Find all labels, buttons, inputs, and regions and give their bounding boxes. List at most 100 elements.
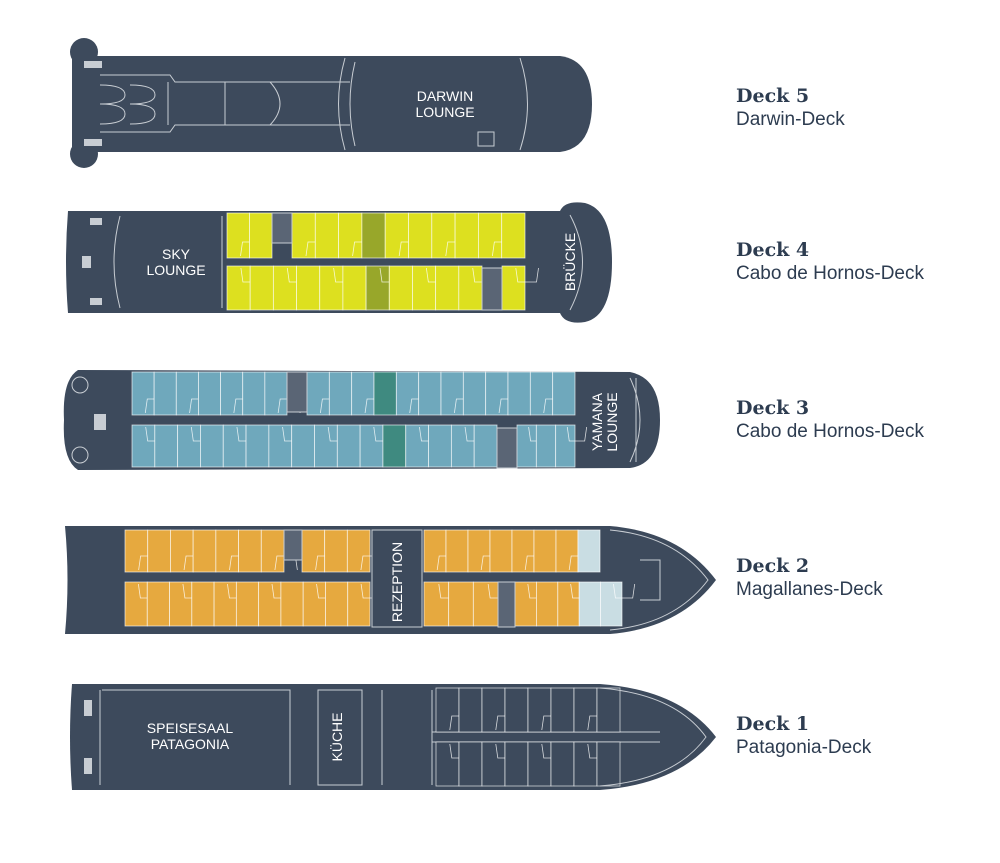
bathroom-outline — [515, 267, 539, 283]
cabin — [440, 371, 464, 416]
cabin — [131, 371, 155, 416]
room-label-kueche: KÜCHE — [328, 712, 345, 761]
deck-1-plan: SPEISESAAL PATAGONIA KÜCHE — [70, 684, 716, 790]
cabin — [280, 581, 304, 627]
cabin — [258, 581, 282, 627]
cabin — [481, 687, 506, 733]
room-label-lounge: LOUNGE — [604, 392, 620, 451]
cabin — [365, 265, 390, 311]
cabin — [226, 212, 250, 259]
cabin — [458, 265, 483, 311]
cabin — [222, 424, 247, 468]
cabin — [458, 687, 483, 733]
cabin — [507, 371, 531, 416]
deck-number: Deck 4 — [736, 239, 810, 261]
cabin — [192, 529, 217, 573]
deck-4-plan: SKY LOUNGE BRÜCKE — [66, 202, 612, 323]
cabin — [550, 741, 575, 787]
cabin — [175, 371, 199, 416]
cabin — [153, 371, 177, 416]
cabin — [249, 265, 274, 311]
cabin — [555, 424, 576, 468]
deck-number: Deck 1 — [736, 713, 810, 735]
deck-name: Patagonia-Deck — [736, 737, 872, 758]
room-label-rezeption: REZEPTION — [389, 542, 405, 622]
cabin — [473, 424, 498, 468]
cabin — [220, 371, 244, 416]
cabin — [325, 581, 349, 627]
deck-name: Darwin-Deck — [736, 109, 845, 130]
cabin — [533, 529, 557, 573]
cabin — [481, 741, 506, 787]
cabin — [351, 371, 375, 416]
cabin — [596, 741, 621, 787]
cabin — [235, 581, 260, 627]
cabin — [573, 687, 598, 733]
cabin — [124, 529, 149, 573]
cabin — [346, 529, 371, 573]
cabin — [501, 212, 526, 259]
cabin — [550, 687, 575, 733]
deck-name: Magallanes-Deck — [736, 579, 883, 600]
cabin — [431, 212, 456, 259]
cabin — [215, 529, 239, 573]
cabin — [573, 741, 598, 787]
cabin — [124, 581, 148, 627]
deck-3-label: Deck 3 Cabo de Hornos-Deck — [736, 396, 924, 444]
cabin — [555, 529, 579, 573]
room-label-lounge: LOUNGE — [146, 262, 205, 278]
cabin — [302, 581, 326, 627]
cabin — [388, 265, 413, 311]
cabin — [373, 371, 397, 416]
cabin — [454, 212, 479, 259]
cabin — [458, 741, 483, 787]
deck-5-plan: DARWIN LOUNGE — [70, 38, 592, 168]
cabin — [170, 529, 194, 573]
cabin — [536, 581, 559, 627]
cabin — [435, 741, 460, 787]
cabin — [319, 265, 344, 311]
cabin — [272, 265, 297, 311]
cabin — [238, 529, 262, 573]
cabin — [408, 212, 433, 259]
cabin — [260, 529, 285, 573]
cabin — [291, 212, 316, 259]
cabin — [296, 265, 321, 311]
deck-4-label: Deck 4 Cabo de Hornos-Deck — [736, 238, 924, 286]
deck-3-plan: YAMANA LOUNGE — [63, 370, 661, 470]
cabin — [445, 529, 469, 573]
cabin — [384, 212, 409, 259]
cabin — [472, 581, 499, 627]
cabin — [467, 529, 491, 573]
cabin — [428, 424, 452, 468]
cabin — [462, 371, 487, 416]
cabin — [382, 424, 407, 468]
room-label-bruecke: BRÜCKE — [561, 233, 578, 291]
cabin — [489, 529, 513, 573]
cabin — [249, 212, 273, 259]
cabin — [578, 581, 602, 627]
cabin — [291, 424, 315, 468]
cabin — [359, 424, 384, 468]
deck-name: Cabo de Hornos-Deck — [736, 421, 924, 442]
deck-5-label: Deck 5 Darwin-Deck — [736, 84, 845, 132]
cabin — [448, 581, 474, 627]
cabin — [245, 424, 270, 468]
cabin — [527, 741, 552, 787]
deck-number: Deck 5 — [736, 85, 810, 107]
cabin — [213, 581, 237, 627]
cabin — [147, 529, 171, 573]
cabin — [226, 265, 251, 311]
cabin — [324, 529, 348, 573]
cabin — [504, 687, 529, 733]
cabin — [501, 265, 526, 311]
cabin — [301, 529, 326, 573]
cabin — [306, 371, 330, 416]
cabin — [535, 424, 557, 468]
cabin — [198, 371, 221, 416]
cabin — [314, 424, 338, 468]
cabin — [268, 424, 293, 468]
cabin — [177, 424, 201, 468]
